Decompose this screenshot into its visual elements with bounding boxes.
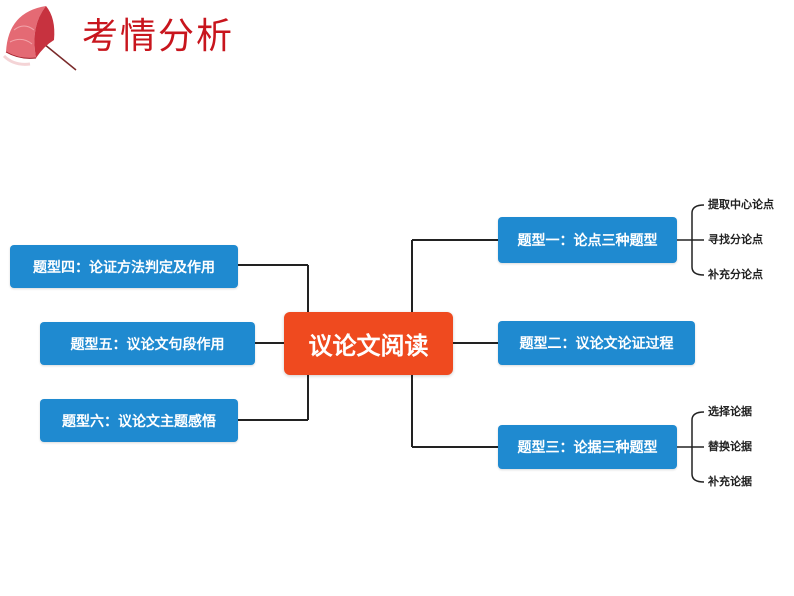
branch-node-label: 题型三：论据三种题型	[517, 440, 658, 456]
branch-node-type3: 题型三：论据三种题型	[498, 425, 677, 469]
leaf-item: 补充分论点	[708, 268, 763, 281]
branch-node-type1: 题型一：论点三种题型	[498, 217, 677, 263]
branch-node-label: 题型二：议论文论证过程	[519, 336, 674, 352]
umbrella-logo	[2, 6, 77, 71]
leaf-item: 选择论据	[708, 405, 752, 418]
center-node-label: 议论文阅读	[308, 332, 429, 360]
branch-node-label: 题型一：论点三种题型	[517, 233, 658, 249]
branch-node-label: 题型五：议论文句段作用	[70, 336, 225, 353]
leaf-item: 寻找分论点	[708, 233, 763, 246]
leaf-item: 补充论据	[708, 475, 752, 488]
branch-node-type6: 题型六：议论文主题感悟	[40, 399, 238, 442]
branch-node-type4: 题型四：论证方法判定及作用	[10, 245, 238, 288]
branch-node-type2: 题型二：议论文论证过程	[498, 321, 695, 365]
leaf-item: 提取中心论点	[708, 198, 774, 211]
branch-node-label: 题型四：论证方法判定及作用	[33, 259, 215, 276]
branch-node-type5: 题型五：议论文句段作用	[40, 322, 255, 365]
page-title: 考情分析	[82, 16, 235, 57]
branch-node-label: 题型六：议论文主题感悟	[62, 413, 216, 430]
mindmap-center-node: 议论文阅读	[284, 312, 453, 375]
leaf-item: 替换论据	[708, 440, 752, 453]
